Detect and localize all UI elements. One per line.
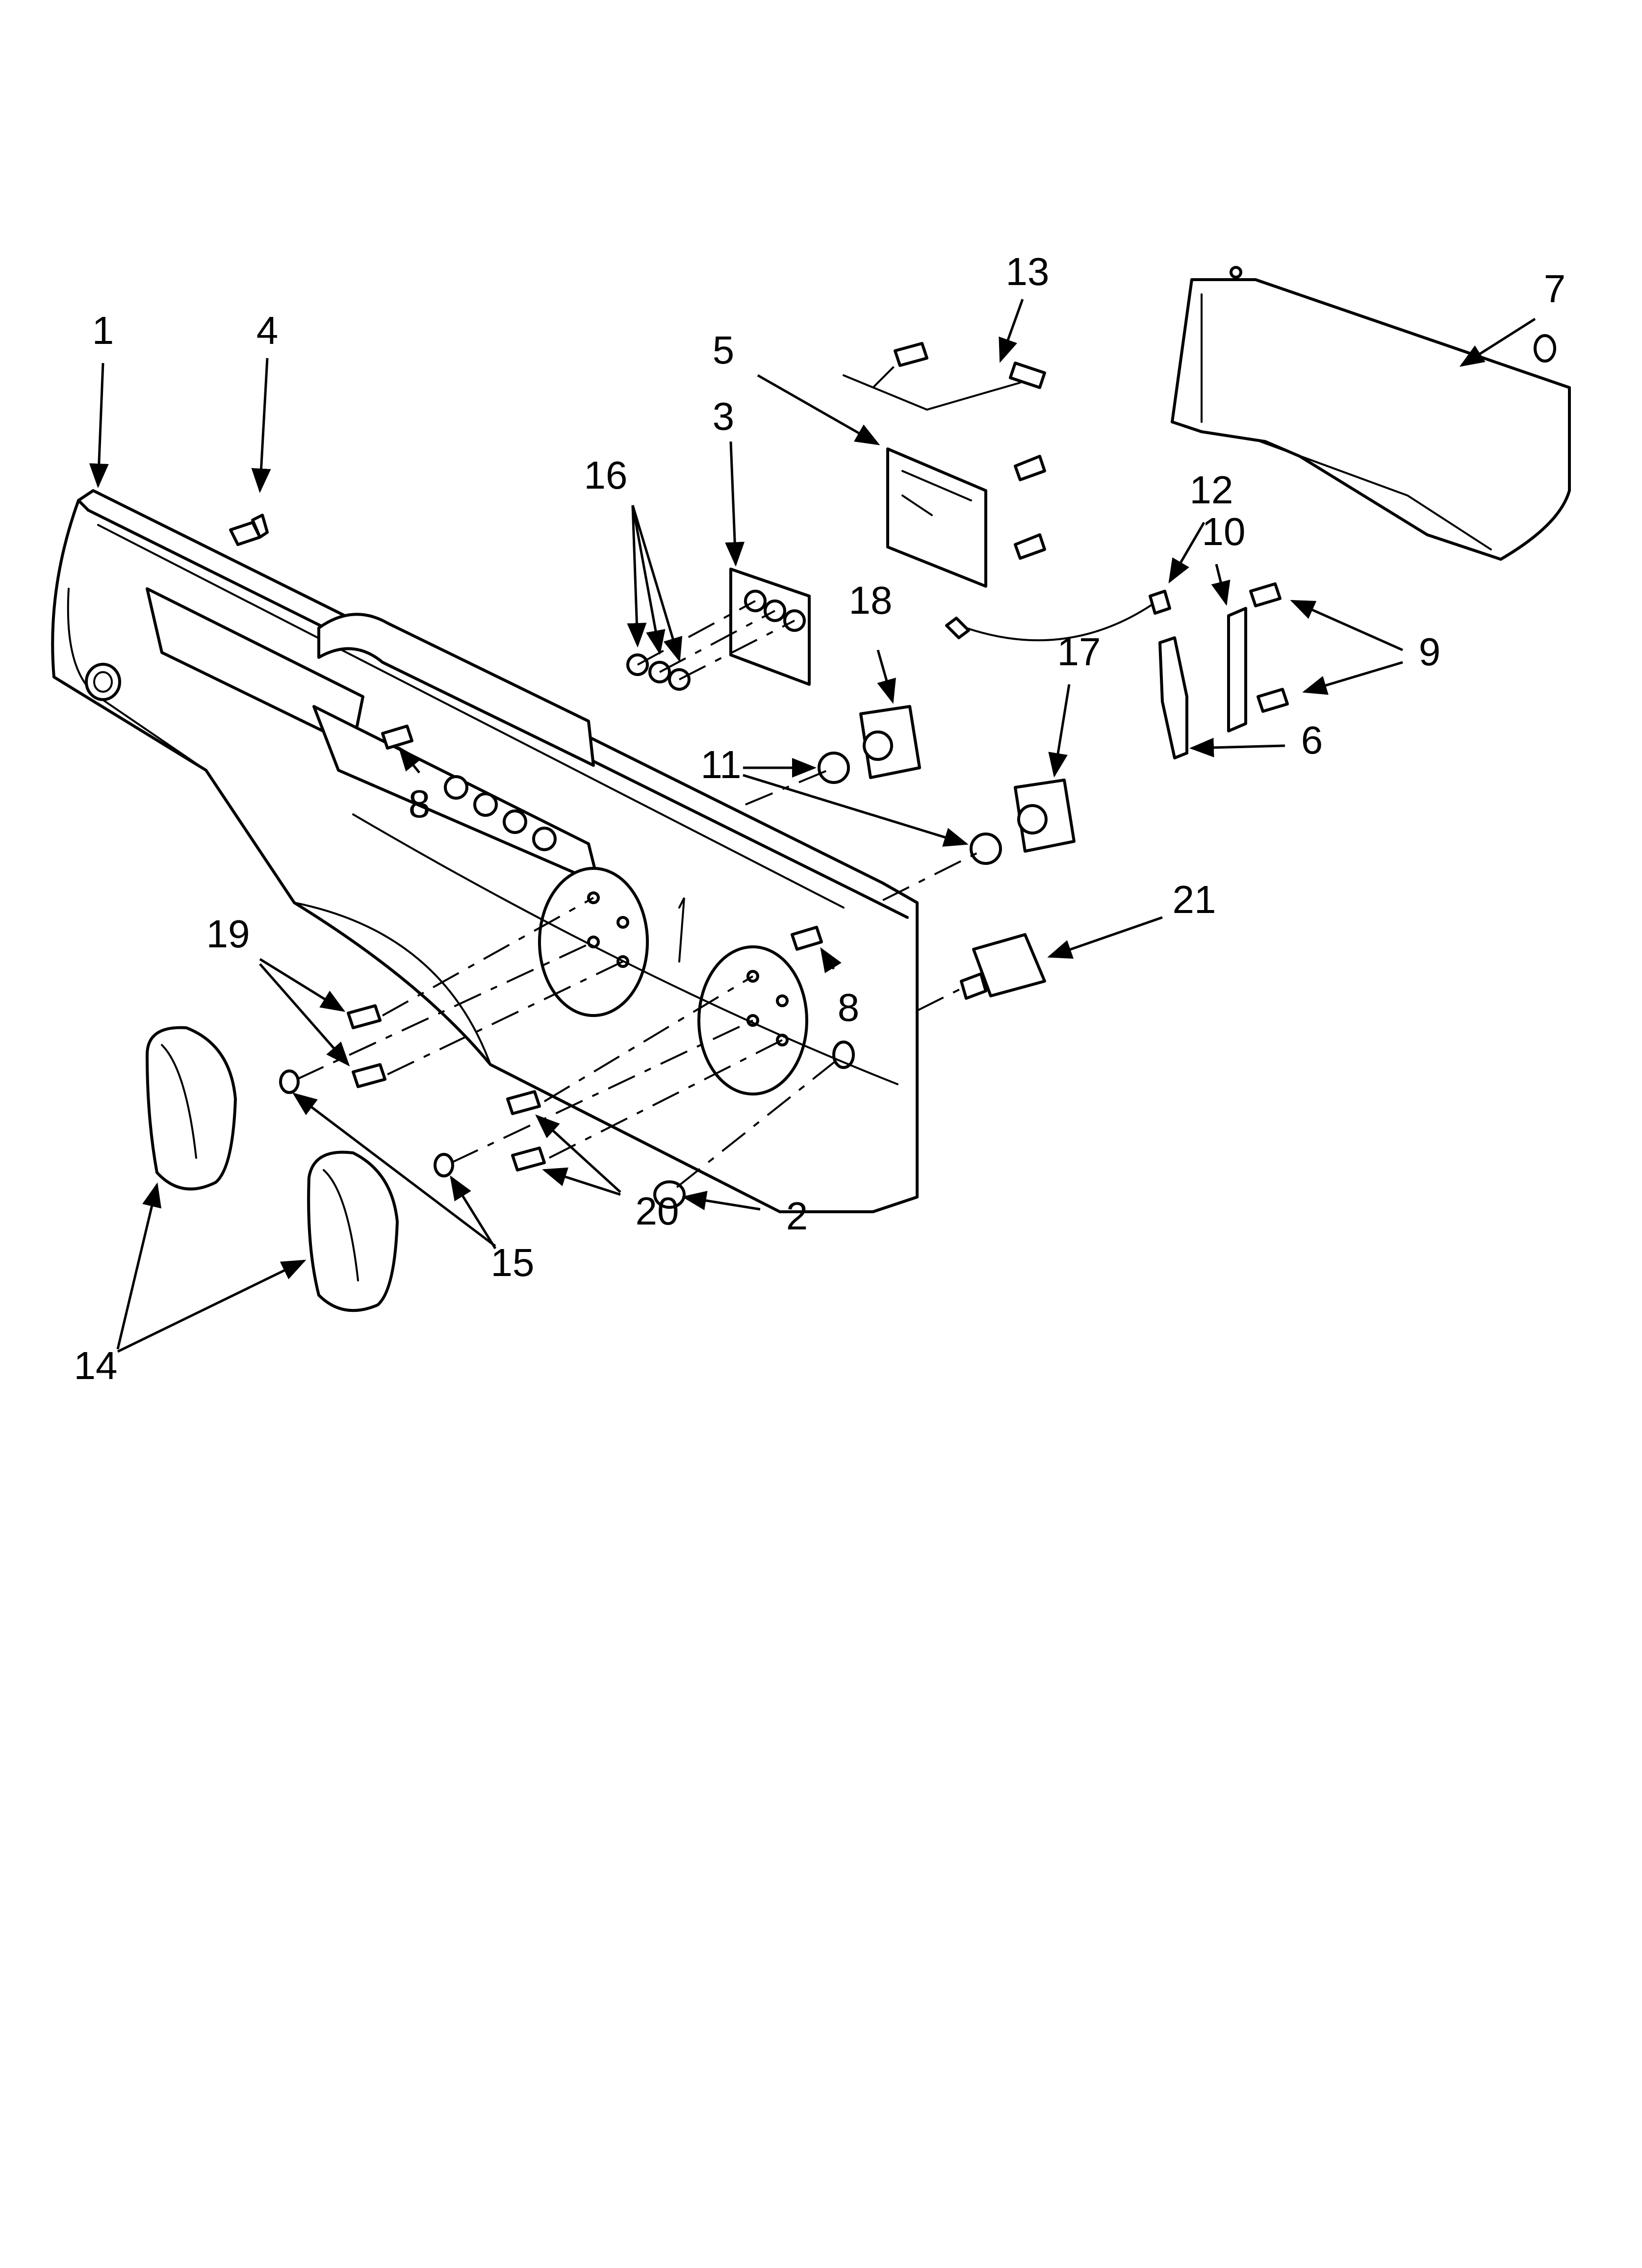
callout-8-lower: 8 (838, 986, 860, 1029)
potentiometer-18 (859, 705, 921, 779)
callout-11: 11 (700, 743, 741, 786)
switch-21 (960, 933, 1046, 1000)
rear-shield-7 (1171, 266, 1571, 561)
knob-upper-14 (146, 1026, 237, 1191)
screws-20 (506, 1090, 546, 1172)
assembly-lines (296, 360, 986, 1188)
callout-2: 2 (786, 1194, 808, 1238)
inserts-15 (279, 1069, 454, 1177)
screws-board (894, 342, 1046, 560)
callout-17: 17 (1057, 630, 1101, 674)
callout-8-upper: 8 (409, 782, 431, 826)
control-board-5 (843, 362, 1046, 588)
button-holder-3 (729, 568, 811, 686)
callout-13: 13 (1006, 250, 1050, 293)
callout-9: 9 (1419, 630, 1441, 674)
callout-1: 1 (92, 309, 114, 352)
light-pipe-6 (1158, 636, 1188, 759)
callout-10: 10 (1202, 510, 1246, 553)
wire-harness-12 (945, 590, 1171, 642)
callout-21: 21 (1173, 878, 1216, 921)
potentiometer-17 (1014, 779, 1076, 853)
callout-7: 7 (1544, 267, 1566, 311)
callout-14: 14 (74, 1344, 118, 1387)
callout-3: 3 (713, 394, 735, 438)
screw-4 (229, 514, 269, 546)
callout-18: 18 (849, 578, 893, 622)
callout-15: 15 (491, 1241, 535, 1284)
callout-20: 20 (636, 1189, 679, 1233)
screws-19 (347, 1004, 386, 1088)
screws-8 (381, 725, 823, 951)
callout-4: 4 (257, 309, 279, 352)
buttons-16 (626, 653, 691, 691)
led-board-10 (1227, 582, 1289, 732)
nuts-11 (818, 752, 1002, 865)
callout-6: 6 (1301, 718, 1323, 762)
knob-lower-14 (307, 1150, 399, 1312)
callout-5: 5 (713, 328, 735, 372)
callout-labels: 1 2 3 4 5 6 7 8 8 9 10 11 12 13 14 15 16… (74, 250, 1566, 1387)
callout-16: 16 (584, 453, 628, 497)
callout-19: 19 (206, 912, 250, 956)
callout-12: 12 (1190, 468, 1233, 512)
console-panel (51, 489, 919, 1213)
leader-arrows (89, 299, 1536, 1353)
